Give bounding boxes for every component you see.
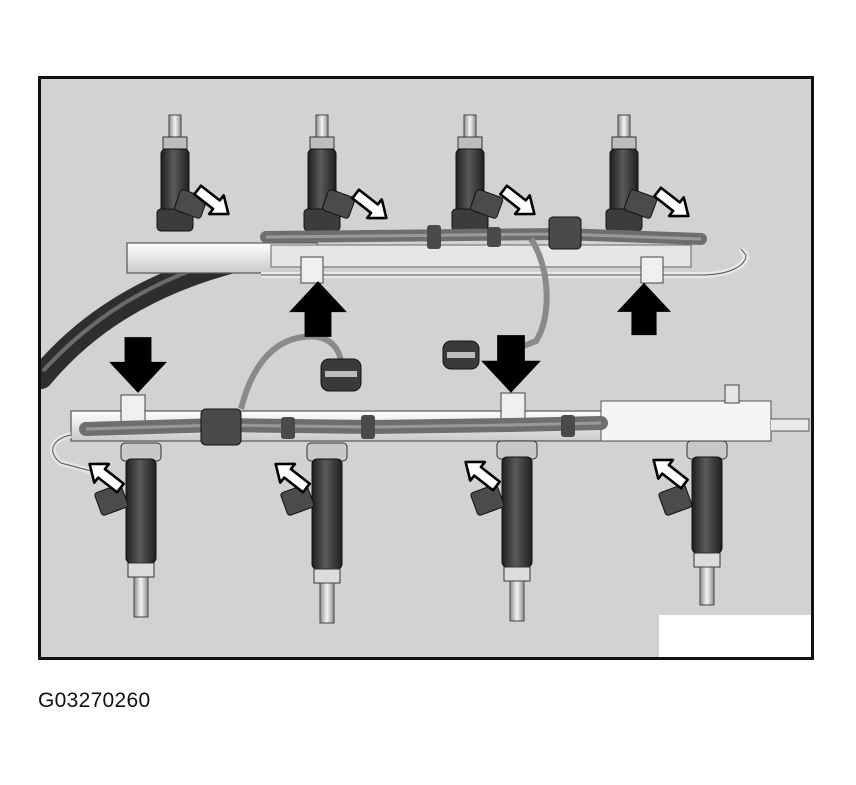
center-harness-loop [509, 237, 550, 354]
hollow-white-arrow-icon [494, 179, 544, 225]
fuel-rail-drawing [41, 114, 810, 624]
lower-injector-4 [686, 440, 728, 606]
loose-connector-left [320, 358, 362, 392]
lower-injector-2 [306, 442, 348, 624]
lower-injector-3 [496, 440, 538, 622]
upper-fuel-rail [126, 114, 750, 284]
lower-fuel-rail [49, 384, 810, 624]
figure-id-label: G03270260 [38, 689, 151, 712]
lower-injector-1 [120, 442, 162, 618]
solid-black-arrow-icon [109, 337, 167, 393]
hollow-white-arrow-icon [648, 181, 698, 227]
solid-black-arrow-icon [289, 281, 347, 337]
fuel-rail-illustration [38, 76, 814, 660]
loose-connector-right [442, 340, 480, 370]
blank-corner-patch [659, 615, 811, 657]
solid-black-arrow-icon [616, 282, 672, 336]
hollow-white-arrow-icon [346, 183, 396, 229]
